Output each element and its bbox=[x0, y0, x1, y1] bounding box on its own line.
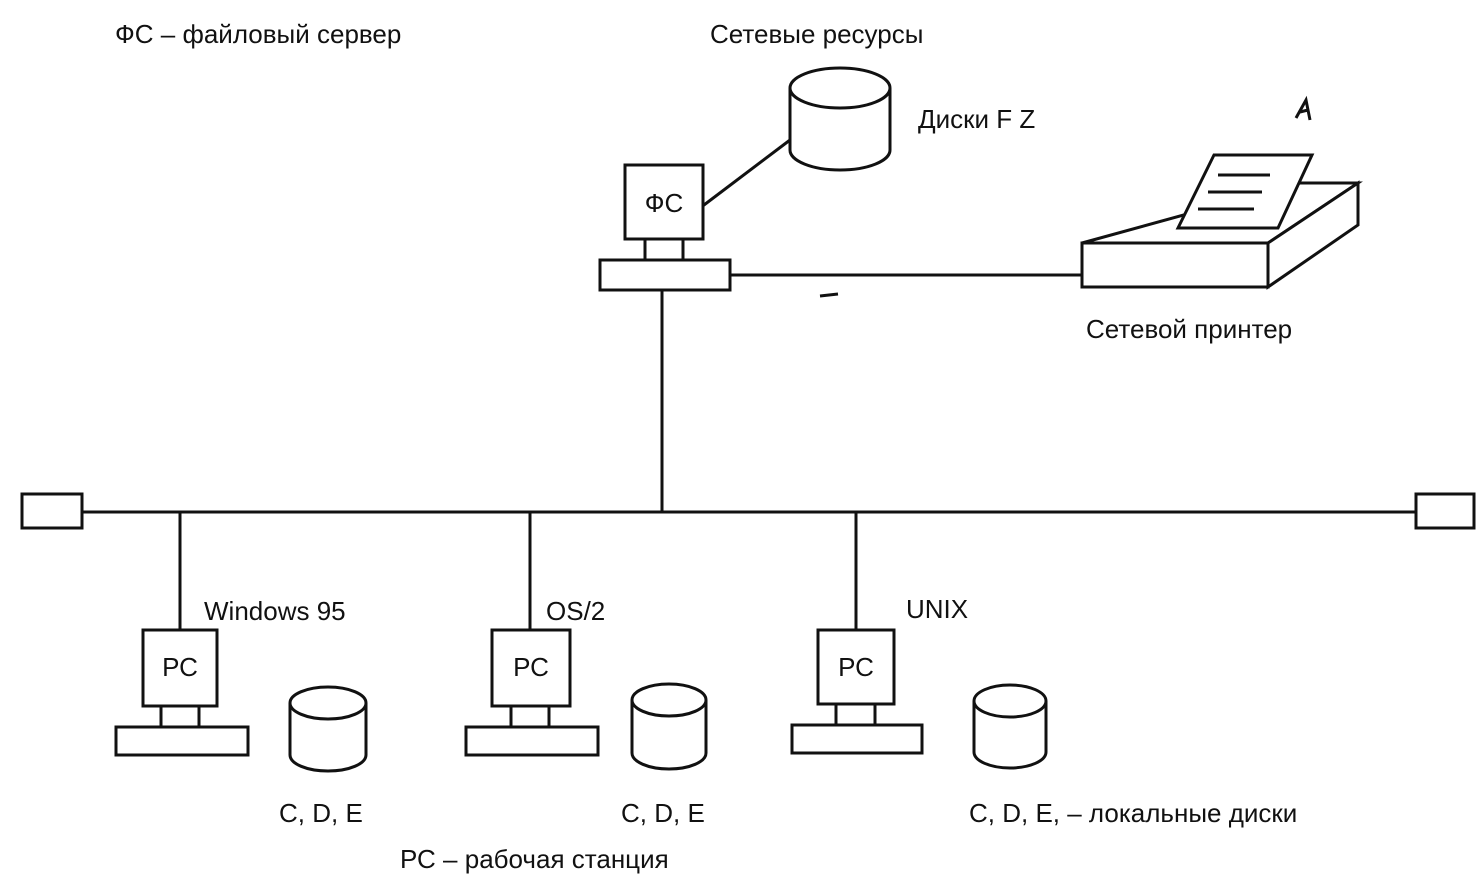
ws3-disks-label: C, D, E, – локальные диски bbox=[969, 798, 1297, 828]
server-disk-link bbox=[699, 138, 791, 210]
network-disks-label: Диски F Z bbox=[918, 104, 1035, 134]
local-disk-icon bbox=[972, 683, 1048, 770]
file-server-label: ФС bbox=[645, 188, 684, 218]
network-printer-icon bbox=[1080, 95, 1363, 290]
ws2-disks-label: C, D, E bbox=[621, 798, 705, 828]
terminator-left bbox=[20, 492, 84, 530]
local-disk-icon bbox=[630, 682, 708, 771]
workstation-icon bbox=[790, 628, 924, 755]
link-mark bbox=[819, 292, 839, 298]
network-disk-icon bbox=[788, 66, 892, 172]
legend-file-server: ФС – файловый сервер bbox=[115, 19, 401, 49]
file-server-icon bbox=[598, 163, 732, 292]
network-printer-label: Сетевой принтер bbox=[1086, 314, 1292, 344]
ws3-os-label: UNIX bbox=[906, 594, 968, 624]
ws2-label: РС bbox=[513, 652, 549, 682]
ws2-os-label: OS/2 bbox=[546, 596, 605, 626]
ws1-disks-label: C, D, E bbox=[279, 798, 363, 828]
workstation-icon bbox=[464, 628, 600, 757]
local-disk-icon bbox=[288, 685, 368, 773]
ws3-label: РС bbox=[838, 652, 874, 682]
ws1-label: РС bbox=[162, 652, 198, 682]
network-resources-title: Сетевые ресурсы bbox=[710, 19, 923, 49]
legend-workstation: РС – рабочая станция bbox=[400, 844, 669, 874]
ws1-os-label: Windows 95 bbox=[204, 596, 346, 626]
workstation-icon bbox=[114, 628, 250, 757]
terminator-right bbox=[1414, 492, 1476, 530]
